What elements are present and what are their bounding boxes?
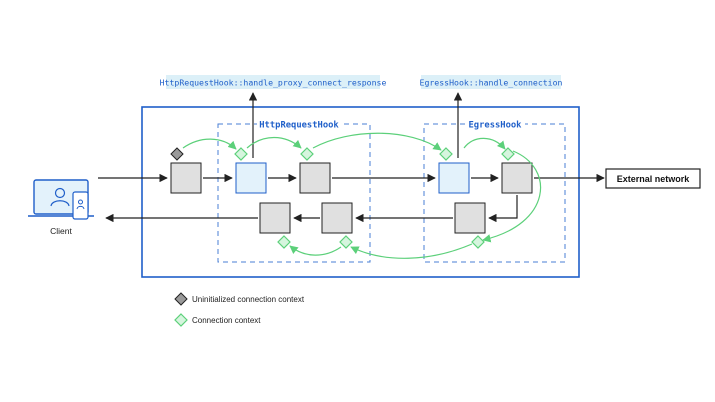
context-diamonds — [234, 147, 515, 249]
svg-text:EgressHook::handle_connection: EgressHook::handle_connection — [420, 78, 563, 88]
external-network-label: External network — [617, 174, 691, 184]
stage-box-top-2-hook — [235, 162, 267, 194]
stage-box-top-3 — [299, 162, 331, 194]
stage-box-top-1 — [170, 162, 202, 194]
svg-text:HttpRequestHook::handle_proxy_: HttpRequestHook::handle_proxy_connect_re… — [160, 78, 387, 88]
legend-label-uninitialized: Uninitialized connection context — [192, 295, 305, 304]
context-flow — [182, 132, 542, 259]
stage-box-top-4-hook — [438, 162, 470, 194]
proxy-boundary — [141, 106, 580, 278]
client-phone-icon — [72, 191, 89, 220]
stage-box-bottom-3 — [454, 202, 486, 234]
legend: Uninitialized connection context Connect… — [174, 292, 305, 327]
http-hook-group-label: HttpRequestHook — [259, 121, 339, 131]
stage-box-top-5 — [501, 162, 533, 194]
uninitialized-context-diamond — [170, 147, 184, 161]
egress-hook-group — [423, 123, 566, 263]
egress-hook-callout: EgressHook::handle_connection — [420, 75, 563, 89]
gray-diamond-icon — [174, 292, 188, 306]
response-path — [105, 195, 518, 223]
green-diamond-icon — [174, 313, 188, 327]
stage-box-bottom-2 — [321, 202, 353, 234]
egress-hook-group-label: EgressHook — [469, 121, 523, 131]
client-label: Client — [50, 226, 72, 236]
stage-box-bottom-1 — [259, 202, 291, 234]
external-network-box: External network — [605, 168, 701, 189]
legend-label-context: Connection context — [192, 316, 261, 325]
http-hook-callout: HttpRequestHook::handle_proxy_connect_re… — [160, 75, 387, 89]
